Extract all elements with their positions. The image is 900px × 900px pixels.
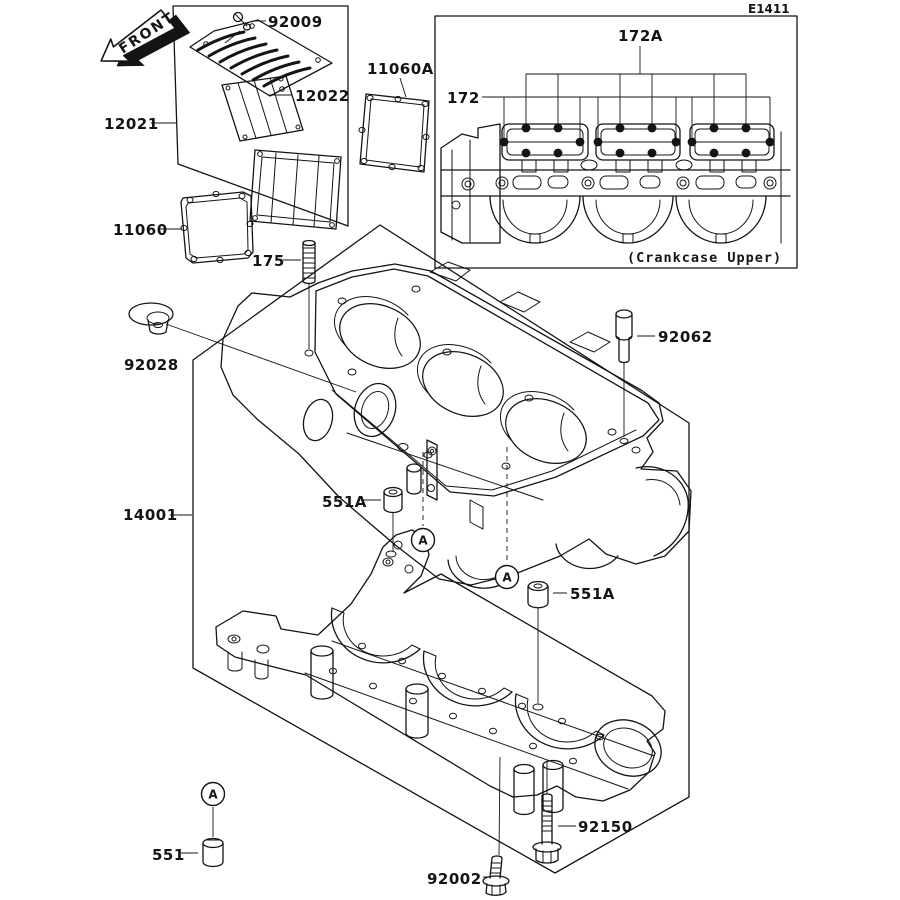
callout-14001: 14001	[123, 506, 178, 524]
marker-a-label: A	[418, 534, 428, 548]
leader-92028	[165, 323, 357, 393]
bolt-92002	[482, 855, 510, 896]
page-code: E1411	[748, 2, 790, 16]
view-caption: (Crankcase Upper)	[627, 250, 782, 266]
callout-12022: 12022	[295, 87, 350, 105]
leader-551	[181, 807, 214, 854]
bracket-172a	[525, 46, 747, 125]
crankcase-upper-detail-box	[434, 15, 798, 269]
callout-92062: 92062	[658, 328, 713, 346]
callout-11060: 11060	[113, 221, 168, 239]
dowel-551a-right	[527, 580, 549, 609]
reed-valve-block	[249, 149, 342, 230]
bolt-92062	[615, 309, 633, 364]
callout-92009: 92009	[268, 13, 323, 31]
reed-valve-group-box	[172, 5, 349, 227]
leader-lines	[151, 20, 655, 878]
gasket-11060	[180, 190, 254, 264]
reed-valve-plate	[221, 75, 304, 142]
leader-92062	[623, 335, 655, 437]
callout-172a: 172A	[618, 27, 663, 45]
leader-551a-left	[361, 499, 394, 551]
front-arrow: FRONT	[100, 9, 191, 67]
upper-crankcase	[220, 261, 692, 589]
leader-11060a	[399, 77, 407, 98]
marker-a-3: A	[200, 781, 226, 807]
leader-551a-right	[537, 592, 567, 703]
callout-172: 172	[447, 89, 480, 107]
callout-551: 551	[152, 846, 185, 864]
gasket-11060a	[358, 93, 430, 173]
stud-175	[302, 239, 316, 285]
leader-92002	[483, 756, 501, 878]
lower-crankcase	[215, 529, 666, 816]
callout-92028: 92028	[124, 356, 179, 374]
reed-screw-92009	[232, 11, 252, 31]
callout-12021: 12021	[104, 115, 159, 133]
callout-92002: 92002	[427, 870, 482, 888]
marker-a-2: A	[494, 564, 520, 590]
crankcase-upper-detail	[440, 46, 791, 244]
dowel-551	[202, 837, 224, 868]
bracket-172	[482, 96, 771, 139]
reed-stopper-plate	[189, 19, 333, 97]
marker-a-label: A	[502, 571, 512, 585]
callout-92150: 92150	[578, 818, 633, 836]
dowel-551a-left	[383, 486, 403, 514]
callout-11060a: 11060A	[367, 60, 434, 78]
main-group-boundary	[192, 224, 690, 874]
callout-551a-right: 551A	[570, 585, 615, 603]
leader-92150	[546, 761, 576, 827]
callout-175: 175	[252, 252, 285, 270]
marker-a-1: A	[410, 527, 436, 553]
plug-92028	[128, 302, 174, 335]
marker-a-label: A	[208, 788, 218, 802]
bolt-92150	[532, 793, 562, 864]
leader-175	[283, 259, 310, 349]
cover-bolt-dots	[499, 123, 775, 158]
callout-551a-left: 551A	[322, 493, 367, 511]
